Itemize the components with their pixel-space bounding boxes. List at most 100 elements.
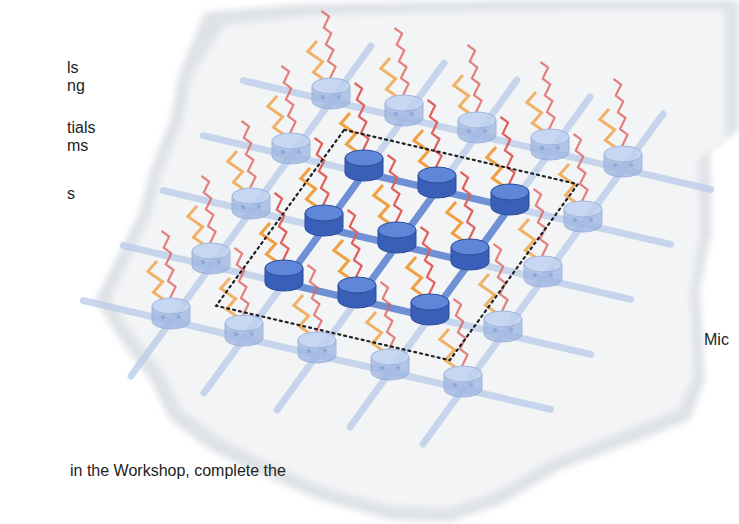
cylinder-top [491,184,529,200]
photon-wave [235,248,251,326]
faded-site [367,282,409,380]
faded-site [527,62,569,160]
site-hole [549,273,553,277]
photon-wave [468,45,484,123]
site-hole [323,349,327,353]
cylinder-top [272,133,310,149]
site-hole [483,129,487,133]
faded-site [188,176,230,274]
faded-site [268,66,310,164]
grid-line [423,114,663,444]
fragment-text: ls [67,59,79,77]
faded-site [148,231,190,329]
faded-site [600,79,642,177]
site-hole [337,95,341,99]
cylinder-top [444,366,482,382]
site-hole [467,129,471,133]
dotted-cell [216,130,578,360]
site-hole [297,150,301,154]
photon-wave [501,117,517,195]
photon-wave [282,66,298,144]
photon-wave [355,83,371,161]
photon-wave [348,210,364,288]
site-hole [281,150,285,154]
site-hole [380,366,384,370]
faded-site [308,11,350,109]
site-hole [201,260,205,264]
cylinder-top [371,349,409,365]
photon-wave [534,189,550,267]
cylinder-top [385,95,423,111]
cylinder-top [564,201,602,217]
site-hole [177,315,181,319]
cylinder-top [378,222,416,238]
cylinder-top [192,243,230,259]
photon-wave [541,62,557,140]
faded-site [454,45,496,143]
photon-wave [322,11,338,89]
cylinder-top [524,256,562,272]
site-hole [469,383,473,387]
site-hole [573,218,577,222]
photon-wave [315,138,331,216]
faded-site [381,28,423,126]
cylinder-top [451,239,489,255]
site-hole [161,315,165,319]
faded-site [221,248,263,346]
faded-site [228,121,270,219]
faded-site [480,244,522,342]
site-hole [396,366,400,370]
site-hole [540,146,544,150]
site-hole [410,112,414,116]
cylinder-top [338,277,376,293]
site-hole [453,383,457,387]
photon-wave [381,282,397,360]
site-hole [589,218,593,222]
active-site [414,100,456,198]
photon-wave [614,79,630,157]
photon-wave [574,134,590,212]
site-hole [250,332,254,336]
fragment-text: s [67,185,75,203]
dotted-outline [216,130,578,360]
faded-site [520,189,562,287]
photon-wave [162,231,178,309]
photon-wave [242,121,258,199]
cylinder-top [484,311,522,327]
active-site [301,138,343,236]
site-hole [217,260,221,264]
lattice-lines [83,46,710,444]
site-hole [509,328,513,332]
site-hole [394,112,398,116]
cylinder-top [604,146,642,162]
photon-wave [202,176,218,254]
photon-wave [275,193,291,271]
site-hole [533,273,537,277]
site-hole [613,163,617,167]
photon-wave [454,299,470,377]
cylinder-top [411,294,449,310]
backdrop-shape [95,0,739,522]
site-hole [257,205,261,209]
fragment-text: Mic [704,331,729,349]
photon-wave [395,28,411,106]
active-site [334,210,376,308]
active-site [261,193,303,291]
backdrop-inner [110,10,725,508]
cylinder-top [305,205,343,221]
site-hole [307,349,311,353]
site-hole [234,332,238,336]
site-hole [629,163,633,167]
photon-wave [428,100,444,178]
active-site [407,227,449,325]
site-hole [493,328,497,332]
fragment-text: ng [67,77,85,95]
active-site [487,117,529,215]
active-site [341,83,383,181]
photon-wave [421,227,437,305]
cylinder-top [232,188,270,204]
cylinder-top [152,298,190,314]
faded-site [294,265,336,363]
fragment-text: in the Workshop, complete the [70,462,286,480]
